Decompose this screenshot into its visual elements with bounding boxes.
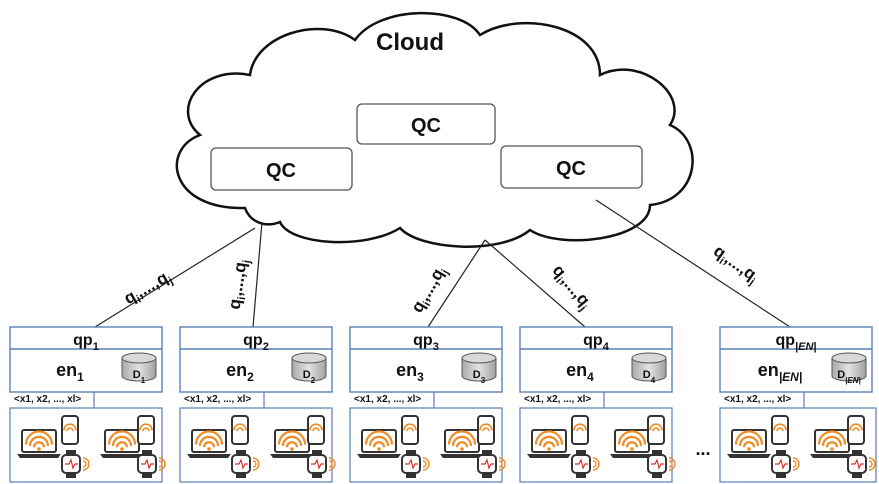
database-label: D4 — [643, 369, 656, 385]
svg-text:qi,...,qj: qi,...,qj — [546, 261, 595, 314]
qc-label-left: QC — [266, 160, 296, 182]
smartwatch-icon — [231, 450, 260, 478]
laptop-wifi-icon — [17, 429, 61, 458]
smartphone-icon — [137, 415, 155, 445]
svg-text:qi,...,qj: qi,...,qj — [121, 266, 176, 310]
input-tuple-label: <x1, x2, ..., xl> — [524, 394, 591, 405]
en-label: en2 — [226, 360, 254, 384]
qc-box-center — [356, 103, 496, 145]
en-label: en1 — [56, 360, 84, 384]
edge-node: qp|EN| en|EN| D|EN| <x1, x2, ..., xl> — [719, 326, 877, 483]
laptop-wifi-icon — [270, 429, 314, 458]
qc-label-center: QC — [411, 115, 441, 137]
database-label: D1 — [133, 369, 146, 385]
device-group — [17, 415, 166, 478]
database-icon — [461, 352, 497, 382]
edge-node: qp1 en1 D1 <x1, x2, ..., xl> — [9, 326, 166, 483]
qp-label: qp4 — [583, 332, 610, 353]
database-label: D3 — [473, 369, 486, 385]
smartphone-icon — [571, 415, 589, 445]
link-line-3 — [427, 239, 486, 328]
input-tuple-label: <x1, x2, ..., xl> — [724, 394, 791, 405]
svg-text:qi,...,qj: qi,...,qj — [407, 263, 451, 318]
link-line-2 — [252, 221, 263, 328]
cloud: Cloud QC QC QC — [175, 11, 694, 248]
laptop-wifi-icon — [357, 429, 401, 458]
smartphone-icon — [307, 415, 325, 445]
laptop-wifi-icon — [727, 429, 771, 458]
cloud-title: Cloud — [376, 29, 444, 56]
database-label: D|EN| — [837, 369, 861, 385]
smartwatch-icon — [571, 450, 600, 478]
smartphone-icon — [847, 415, 865, 445]
device-group — [187, 415, 336, 478]
database-icon — [121, 352, 157, 382]
input-tuple-label: <x1, x2, ..., xl> — [14, 394, 81, 405]
link-label-1: qi,...,qj — [121, 266, 176, 310]
laptop-wifi-icon — [440, 429, 484, 458]
qc-box-left — [210, 147, 353, 191]
svg-text:qi,...,qj: qi,...,qj — [708, 241, 762, 288]
smartphone-icon — [771, 415, 789, 445]
laptop-wifi-icon — [527, 429, 571, 458]
laptop-wifi-icon — [100, 429, 144, 458]
smartwatch-icon — [307, 450, 336, 478]
device-group — [527, 415, 676, 478]
smartwatch-icon — [61, 450, 90, 478]
link-line-4 — [484, 239, 586, 328]
smartwatch-icon — [401, 450, 430, 478]
qc-label-right: QC — [556, 158, 586, 180]
edge-node: qp2 en2 D2 <x1, x2, ..., xl> — [179, 326, 336, 483]
smartwatch-icon — [647, 450, 676, 478]
en-label: en3 — [396, 360, 424, 384]
database-icon — [831, 352, 867, 382]
laptop-wifi-icon — [187, 429, 231, 458]
smartwatch-icon — [771, 450, 800, 478]
en-label: en|EN| — [758, 360, 802, 384]
link-label-3: qi,...,qj — [407, 263, 451, 318]
qp-label: qp3 — [413, 332, 439, 353]
database-icon — [291, 352, 327, 382]
smartwatch-icon — [477, 450, 506, 478]
smartphone-icon — [647, 415, 665, 445]
smartphone-icon — [231, 415, 249, 445]
ellipsis-label: ... — [695, 439, 710, 459]
qp-label: qp2 — [243, 332, 269, 353]
smartwatch-icon — [137, 450, 166, 478]
link-label-2: qi,...,qj — [225, 258, 254, 311]
database-icon — [631, 352, 667, 382]
link-label-5: qi,...,qj — [708, 241, 762, 288]
link-line-1 — [94, 227, 256, 328]
database-label: D2 — [303, 369, 316, 385]
smartphone-icon — [401, 415, 419, 445]
input-tuple-label: <x1, x2, ..., xl> — [184, 394, 251, 405]
qp-label: qp|EN| — [776, 332, 817, 353]
smartphone-icon — [477, 415, 495, 445]
qc-box-right — [500, 145, 643, 189]
smartwatch-icon — [847, 450, 876, 478]
link-line-5 — [595, 199, 791, 328]
svg-text:qi,...,qj: qi,...,qj — [225, 258, 254, 311]
edge-nodes: qp1 en1 D1 <x1, x2, ..., xl> qp2 en2 D2 <x1, x2… — [9, 326, 877, 483]
qp-label: qp1 — [73, 332, 99, 353]
smartphone-icon — [61, 415, 79, 445]
device-group — [357, 415, 506, 478]
en-label: en4 — [566, 360, 594, 384]
device-group — [727, 415, 876, 478]
input-tuple-label: <x1, x2, ..., xl> — [354, 394, 421, 405]
edge-node: qp3 en3 D3 <x1, x2, ..., xl> — [349, 326, 506, 483]
link-label-4: qi,...,qj — [546, 261, 595, 314]
edge-node: qp4 en4 D4 <x1, x2, ..., xl> — [519, 326, 676, 483]
